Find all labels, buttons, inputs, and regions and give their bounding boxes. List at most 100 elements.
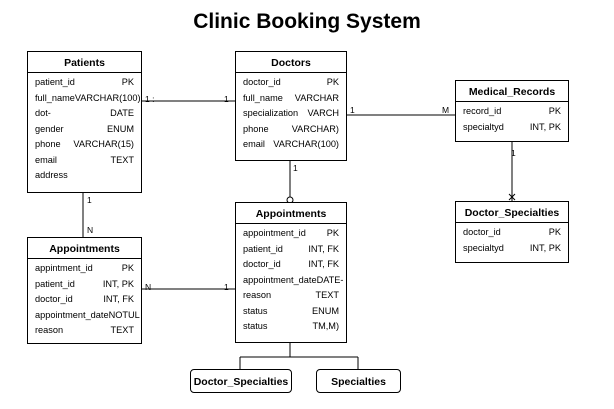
field-name: full_name (35, 92, 75, 103)
field-name: appointment_date (243, 274, 317, 285)
entity-header: Appointments (236, 203, 346, 224)
field-type: PK (326, 77, 339, 87)
entity-medical-records[interactable]: Medical_Records record_id PK specialtyd IN… (455, 80, 569, 142)
field-name: status (243, 305, 268, 316)
field-type: PK (121, 263, 134, 273)
box-specialties[interactable]: Specialties (316, 369, 401, 393)
field-type: INT, FK (103, 294, 134, 304)
field-type: NOTUL (108, 309, 140, 320)
field-type: PK (548, 106, 561, 116)
field-row: record_id PK (463, 106, 561, 122)
box-doctor-specialties[interactable]: Doctor_Specialties (190, 369, 292, 393)
field-type: TEXT (315, 290, 339, 300)
field-name: doctor_id (243, 259, 281, 269)
card-appt-link-right: 1 (224, 282, 229, 292)
field-name: status (243, 321, 268, 331)
card-patients-doctors-right: 1 (224, 94, 229, 104)
field-name: dot- (35, 108, 51, 118)
field-name: specialization (243, 108, 299, 118)
card-patients-appt-bottom: N (87, 225, 94, 235)
field-row: gender ENUM (35, 124, 134, 140)
entity-header: Patients (28, 52, 141, 73)
field-name: specialtyd (463, 121, 504, 132)
field-type: ENUM (311, 305, 339, 316)
field-name: patient_id (35, 77, 75, 87)
card-patients-doctors-left: 1 : (145, 94, 155, 104)
field-name: phone (35, 139, 61, 149)
entity-doctors[interactable]: Doctors doctor_id PK full_name VARCHAR spe… (235, 51, 347, 161)
field-name: appointment_date (35, 309, 109, 320)
field-row: specialization VARCH (243, 108, 339, 124)
field-type: INT, PK (102, 278, 134, 289)
field-name: patient_id (243, 243, 283, 254)
field-type: INT, PK (529, 242, 561, 253)
field-name: appintment_id (35, 263, 93, 273)
field-row: doctor_id INT, FK (243, 259, 339, 275)
diagram-title: Clinic Booking System (193, 10, 421, 33)
field-row: appintment_id PK (35, 263, 134, 279)
field-type: INT, FK (308, 259, 339, 269)
field-type: PK (121, 77, 134, 87)
card-doctors-records-right: M (442, 105, 450, 115)
field-name: address (35, 170, 68, 180)
field-name: patient_id (35, 278, 75, 289)
field-type: VARCH (307, 108, 339, 118)
field-name: phone (243, 123, 269, 134)
field-type: PK (326, 228, 339, 238)
field-row: patient_id PK (35, 77, 134, 93)
entity-body: appintment_id PK patient_id INT, PK doctor… (28, 259, 141, 341)
card-records-specialties-top: 1 (511, 148, 516, 158)
field-type: VARCHAR) (291, 123, 339, 134)
field-name: reason (35, 325, 64, 335)
field-name: gender (35, 123, 64, 134)
entity-header: Medical_Records (456, 81, 568, 102)
field-row: phone VARCHAR(15) (35, 139, 134, 155)
field-type: ENUM (106, 123, 134, 134)
entity-body: record_id PK specialtyd INT, PK (456, 102, 568, 137)
field-name: doctor_id (35, 294, 73, 304)
field-type: TM,M) (312, 321, 339, 331)
field-row: reason TEXT (35, 325, 134, 341)
field-row: dot- DATE (35, 108, 134, 124)
card-patients-appt-top: 1 (87, 195, 92, 205)
field-row: full_name VARCHAR (243, 93, 339, 109)
field-row: phone VARCHAR) (243, 124, 339, 140)
entity-header: Doctor_Specialties (456, 202, 568, 223)
card-doctors-appt-top: 1 (293, 163, 298, 173)
field-row: patient_id INT, FK (243, 244, 339, 260)
field-type: INT, PK (529, 121, 561, 132)
field-type: PK (548, 227, 561, 237)
field-name: email (35, 154, 57, 165)
field-name: record_id (463, 106, 502, 116)
field-type: VARCHAR(100) (273, 139, 339, 149)
field-type: VARCHAR (294, 92, 339, 103)
field-row: status ENUM (243, 306, 339, 322)
card-doctors-records-left: 1 (350, 105, 355, 115)
field-name: appointment_id (243, 228, 306, 238)
field-type: DATE- (316, 274, 344, 285)
entity-header: Doctors (236, 52, 346, 73)
field-type: INT, FK (308, 243, 339, 254)
cross-marker-b (508, 193, 516, 201)
field-row: patient_id INT, PK (35, 279, 134, 295)
field-type: TEXT (110, 325, 134, 335)
field-row: specialtyd INT, PK (463, 122, 561, 138)
field-name: full_name (243, 92, 283, 103)
field-name: doctor_id (243, 77, 281, 87)
field-row: doctor_id INT, FK (35, 294, 134, 310)
entity-appointments-center[interactable]: Appointments appointment_id PK patient_id… (235, 202, 347, 343)
field-type: DATE (110, 108, 134, 118)
field-row: address (35, 170, 134, 186)
field-type: VARCHAR(15) (73, 139, 134, 149)
